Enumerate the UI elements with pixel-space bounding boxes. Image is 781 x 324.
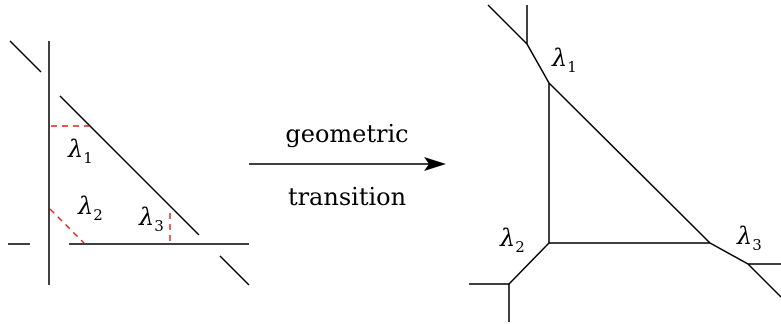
left-label-lambda3: λ3: [138, 203, 164, 235]
arrow-top-text: geometric: [285, 120, 408, 148]
left-labels: λ1 λ2 λ3: [67, 135, 164, 235]
left-label-lambda1: λ1: [67, 135, 93, 167]
right-labels: λ1 λ2 λ3: [499, 44, 762, 256]
right-edge-from-vertex2: [508, 242, 550, 285]
right-tropical-curve: [469, 4, 781, 322]
left-upper-short-diagonal: [9, 40, 42, 73]
right-bottom-right-diagonal-ray: [747, 263, 781, 298]
right-triangle-hypotenuse: [548, 82, 711, 244]
right-label-lambda2: λ2: [499, 224, 525, 256]
left-dashed-distances: [49, 125, 171, 244]
right-label-lambda3: λ3: [736, 222, 762, 254]
left-long-diagonal: [59, 95, 200, 236]
right-label-lambda1: λ1: [551, 44, 577, 76]
right-edge-to-vertex1: [526, 43, 550, 84]
arrow-bottom-text: transition: [288, 183, 406, 211]
transition-arrow-group: geometric transition: [249, 120, 446, 211]
right-edge-from-vertex3: [709, 242, 749, 265]
left-label-lambda2: λ2: [77, 192, 103, 224]
right-top-left-ray: [487, 4, 528, 45]
left-lower-short-diagonal: [219, 255, 250, 286]
left-line-arrangement: [8, 40, 250, 286]
transition-arrow-head: [424, 157, 446, 171]
dashed-distance-lambda2: [49, 208, 85, 244]
